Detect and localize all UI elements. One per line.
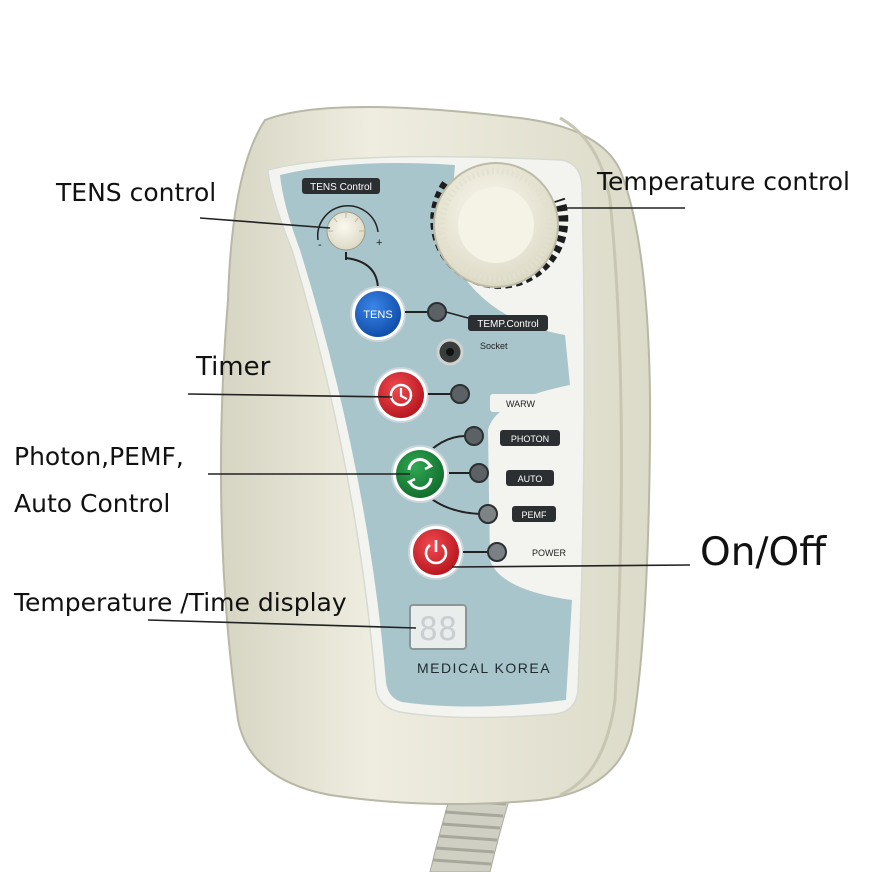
power-button[interactable]	[408, 524, 464, 580]
display-digits: 88	[419, 610, 458, 648]
callout-on-off: On/Off	[700, 530, 827, 575]
callout-lines	[147, 207, 691, 629]
temperature-knob[interactable]	[433, 162, 559, 288]
pemf-indicator-led	[478, 504, 498, 524]
photon-label: PHOTON	[511, 434, 549, 444]
tens-indicator-led	[427, 302, 447, 322]
clock-icon	[389, 383, 413, 407]
tens-control-label: TENS Control	[310, 182, 372, 193]
callout-temperature-control: Temperature control	[597, 167, 850, 196]
tens-control-badge	[302, 178, 380, 194]
cycle-arrows-icon	[406, 458, 434, 490]
control-panel	[280, 162, 572, 707]
auto-indicator-led	[469, 463, 489, 483]
warm-indicator-led	[450, 384, 470, 404]
socket-jack[interactable]	[436, 338, 464, 366]
temperature-time-display: 88	[409, 604, 467, 650]
warm-label: WARW	[506, 399, 536, 409]
knob-plus-label: +	[376, 237, 382, 249]
power-label: POWER	[532, 548, 567, 558]
temp-control-badge	[468, 315, 548, 331]
pemf-badge	[512, 506, 556, 522]
knob-minus-label: -	[318, 239, 322, 251]
callout-timer: Timer	[196, 352, 271, 382]
brand-label: MEDICAL KOREA	[417, 660, 551, 676]
socket-label: Socket	[480, 341, 508, 351]
auto-label: AUTO	[518, 474, 543, 484]
photon-badge	[500, 430, 560, 446]
callout-photon-line1: Photon,PEMF,	[14, 442, 184, 471]
callout-temp-time-display: Temperature /Time display	[14, 588, 347, 617]
pemf-label: PEMF	[521, 510, 547, 520]
power-indicator-led	[487, 542, 507, 562]
warm-badge	[490, 394, 560, 412]
tens-button[interactable]	[350, 286, 406, 342]
callout-photon-line2: Auto Control	[14, 489, 171, 518]
callout-photon-pemf-auto: Photon,PEMF, Auto Control	[14, 433, 184, 527]
photon-indicator-led	[464, 426, 484, 446]
callout-tens-control: TENS control	[56, 178, 217, 207]
tens-button-label: TENS	[363, 309, 392, 321]
mode-button[interactable]	[391, 445, 449, 503]
temp-control-label: TEMP.Control	[477, 319, 539, 330]
auto-badge	[506, 470, 554, 486]
timer-button[interactable]	[373, 367, 429, 423]
power-icon	[424, 540, 448, 565]
